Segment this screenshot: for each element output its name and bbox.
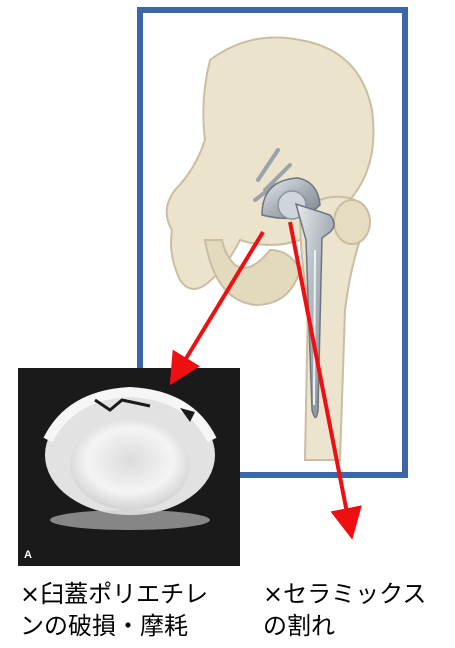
caption-ceramic-line2: の割れ bbox=[263, 610, 426, 642]
caption-ceramic-line1: ×セラミックス bbox=[263, 578, 426, 610]
liner-inner bbox=[70, 420, 190, 510]
caption-liner-damage: ×臼蓋ポリエチレ ンの破損・摩耗 bbox=[20, 578, 208, 642]
stem-highlight bbox=[314, 250, 315, 405]
photo-label: A bbox=[24, 549, 32, 561]
liner-base-shadow bbox=[50, 510, 210, 530]
caption-ceramic-fracture: ×セラミックス の割れ bbox=[263, 578, 426, 642]
liner-photo: A bbox=[18, 368, 240, 566]
greater-trochanter bbox=[334, 200, 370, 244]
caption-liner-line2: ンの破損・摩耗 bbox=[20, 610, 208, 642]
caption-liner-line1: ×臼蓋ポリエチレ bbox=[20, 578, 208, 610]
